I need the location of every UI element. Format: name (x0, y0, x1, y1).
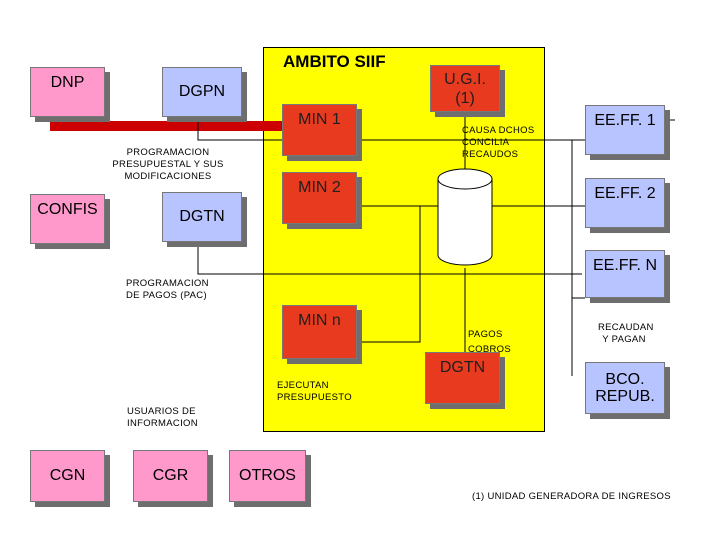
dgtn-left-box[interactable]: DGTN (162, 192, 242, 242)
ugi-line-2: (1) (455, 90, 475, 107)
otros-label: OTROS (239, 467, 296, 484)
cgn-box[interactable]: CGN (30, 450, 105, 502)
bco-line-2: REPUB. (595, 388, 655, 405)
eeff2-box[interactable]: EE.FF. 2 (585, 178, 665, 228)
min1-label: MIN 1 (298, 111, 341, 128)
ejecutan-label: EJECUTAN PRESUPUESTO (277, 380, 352, 403)
confis-box[interactable]: CONFIS (30, 194, 105, 244)
prog-pagos-label: PROGRAMACION DE PAGOS (PAC) (126, 278, 209, 301)
eeffn-label: EE.FF. N (592, 257, 657, 274)
pagos-cobros-label: PAGOS COBROS (468, 329, 511, 355)
prog-presupuestal-label: PROGRAMACION PRESUPUESTAL Y SUS MODIFICA… (112, 147, 224, 182)
min2-label: MIN 2 (298, 179, 341, 196)
eeffn-box[interactable]: EE.FF. N (585, 250, 665, 298)
cgr-label: CGR (152, 467, 189, 484)
ugi-line-1: U.G.I. (444, 71, 486, 88)
bco-repub-label: BCO. REPUB. (595, 371, 655, 405)
eeff1-label: EE.FF. 1 (594, 112, 656, 129)
otros-box[interactable]: OTROS (229, 450, 306, 502)
causa-label: CAUSA DCHOS CONCILIA RECAUDOS (462, 125, 535, 160)
confis-label: CONFIS (37, 201, 98, 218)
minn-label: MIN n (298, 312, 341, 329)
eeff1-box[interactable]: EE.FF. 1 (585, 105, 665, 155)
ugi-box[interactable]: U.G.I. (1) (430, 65, 500, 112)
dgpn-box[interactable]: DGPN (162, 67, 242, 117)
eeff2-label: EE.FF. 2 (594, 185, 656, 202)
bco-line-1: BCO. (605, 371, 645, 388)
ugi-label: U.G.I. (1) (444, 70, 486, 108)
dnp-box[interactable]: DNP (30, 67, 105, 117)
database-cylinder-icon (437, 168, 493, 266)
minn-box[interactable]: MIN n (282, 305, 357, 359)
footnote: (1) UNIDAD GENERADORA DE INGRESOS (472, 491, 671, 502)
ambito-siif-title: AMBITO SIIF (283, 52, 386, 71)
dgpn-label: DGPN (178, 83, 226, 100)
usuarios-label: USUARIOS DE INFORMACION (127, 406, 198, 429)
dgtn-left-label: DGTN (179, 208, 225, 225)
dgtn-center-box[interactable]: DGTN (425, 352, 500, 404)
red-bar (50, 121, 282, 131)
dnp-label: DNP (50, 74, 85, 91)
cgr-box[interactable]: CGR (133, 450, 208, 502)
dgtn-center-label: DGTN (439, 359, 486, 376)
recaudan-label: RECAUDAN Y PAGAN (598, 322, 654, 345)
cgn-label: CGN (49, 467, 86, 484)
min1-box[interactable]: MIN 1 (282, 104, 357, 156)
bco-repub-box[interactable]: BCO. REPUB. (585, 362, 665, 414)
min2-box[interactable]: MIN 2 (282, 172, 357, 224)
